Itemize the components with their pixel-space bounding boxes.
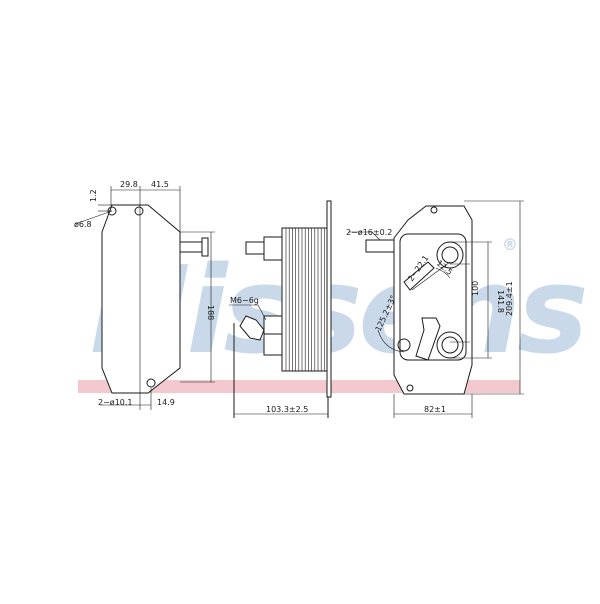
middle-view	[229, 200, 332, 418]
middle-lower-fitting	[263, 331, 283, 356]
dim-middle-width: 103.3±2.5	[266, 405, 308, 414]
right-upper-pipe	[365, 239, 395, 253]
middle-flange	[326, 200, 332, 398]
right-lower-port	[436, 331, 464, 359]
left-view-pipe-end	[201, 237, 209, 257]
left-view	[74, 186, 215, 410]
dim-top-b: 41.5	[151, 180, 169, 189]
dim-right-width: 82±1	[424, 405, 446, 414]
left-bottom-hole	[146, 378, 156, 388]
middle-lower-elbow	[239, 315, 265, 341]
middle-fins	[285, 228, 325, 371]
dim-left-small: 1.2	[89, 189, 98, 202]
dim-hole: ø6.8	[74, 220, 92, 229]
dim-overall-height: 209.4±1	[505, 281, 514, 316]
dim-center: 141.8	[496, 290, 505, 313]
dim-height: 188	[206, 305, 215, 320]
left-view-body	[101, 204, 181, 394]
dim-bottom-holes: 2−ø10.1	[98, 398, 133, 407]
left-view-pipe	[179, 241, 203, 253]
dim-thread: M6−6g	[230, 296, 259, 305]
middle-upper-fitting	[263, 236, 283, 261]
middle-thread-stud	[263, 315, 283, 335]
right-view	[348, 200, 524, 418]
right-lower-pipe	[415, 317, 441, 361]
dim-top-a: 29.8	[120, 180, 138, 189]
left-top-hole-2	[134, 206, 144, 216]
dim-bottom-offset: 14.9	[157, 398, 175, 407]
middle-core	[281, 227, 328, 372]
dim-inner: 100	[471, 281, 480, 296]
dim-ports: 2−ø16±0.2	[346, 228, 392, 237]
middle-upper-pipe	[245, 241, 265, 255]
watermark-registered-mark: ®	[502, 235, 518, 254]
